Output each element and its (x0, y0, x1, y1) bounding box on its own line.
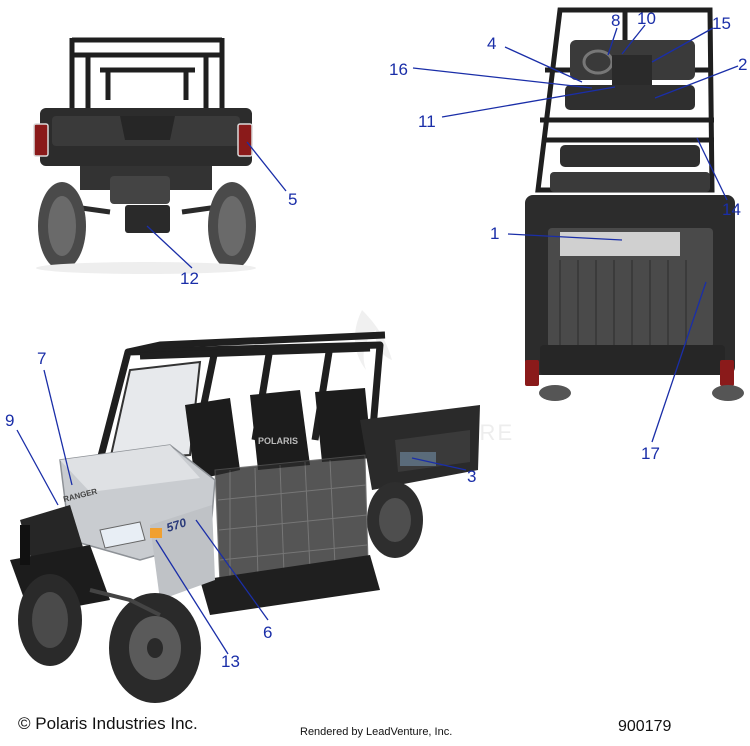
callout-2: 2 (738, 55, 747, 74)
callout-16: 16 (389, 60, 408, 79)
callouts: 1 2 3 4 5 6 7 8 9 10 11 12 13 14 15 16 1… (5, 9, 747, 671)
copyright-text: © Polaris Industries Inc. (18, 714, 198, 733)
callout-4: 4 (487, 34, 496, 53)
callout-9: 9 (5, 411, 14, 430)
callout-17: 17 (641, 444, 660, 463)
side-reflector (150, 528, 162, 538)
seat-logo: POLARIS (258, 436, 298, 446)
leader-lines (16, 24, 739, 655)
perspective-view-vehicle: POLARIS RANGER 570 (10, 331, 480, 703)
callout-10: 10 (637, 9, 656, 28)
callout-12: 12 (180, 269, 199, 288)
headlight (99, 521, 146, 549)
callout-3: 3 (467, 467, 476, 486)
top-view-vehicle (525, 7, 744, 401)
rendered-by-text: Rendered by LeadVenture, Inc. (300, 726, 453, 738)
callout-7: 7 (37, 349, 46, 368)
top-left-tail-light (525, 360, 539, 386)
callout-5: 5 (288, 190, 297, 209)
callout-6: 6 (263, 623, 272, 642)
callout-13: 13 (221, 652, 240, 671)
callout-1: 1 (490, 224, 499, 243)
top-right-tail-light (720, 360, 734, 386)
side-badge: 570 (165, 515, 189, 535)
left-tail-light (33, 123, 49, 157)
callout-14: 14 (722, 200, 741, 219)
callout-11: 11 (418, 112, 436, 131)
callout-15: 15 (712, 14, 731, 33)
seats: POLARIS (185, 388, 372, 480)
right-tail-light (237, 123, 253, 157)
rear-roll-cage (69, 37, 225, 110)
part-number: 900179 (618, 718, 672, 735)
rear-view-vehicle (33, 37, 256, 274)
callout-8: 8 (611, 11, 620, 30)
